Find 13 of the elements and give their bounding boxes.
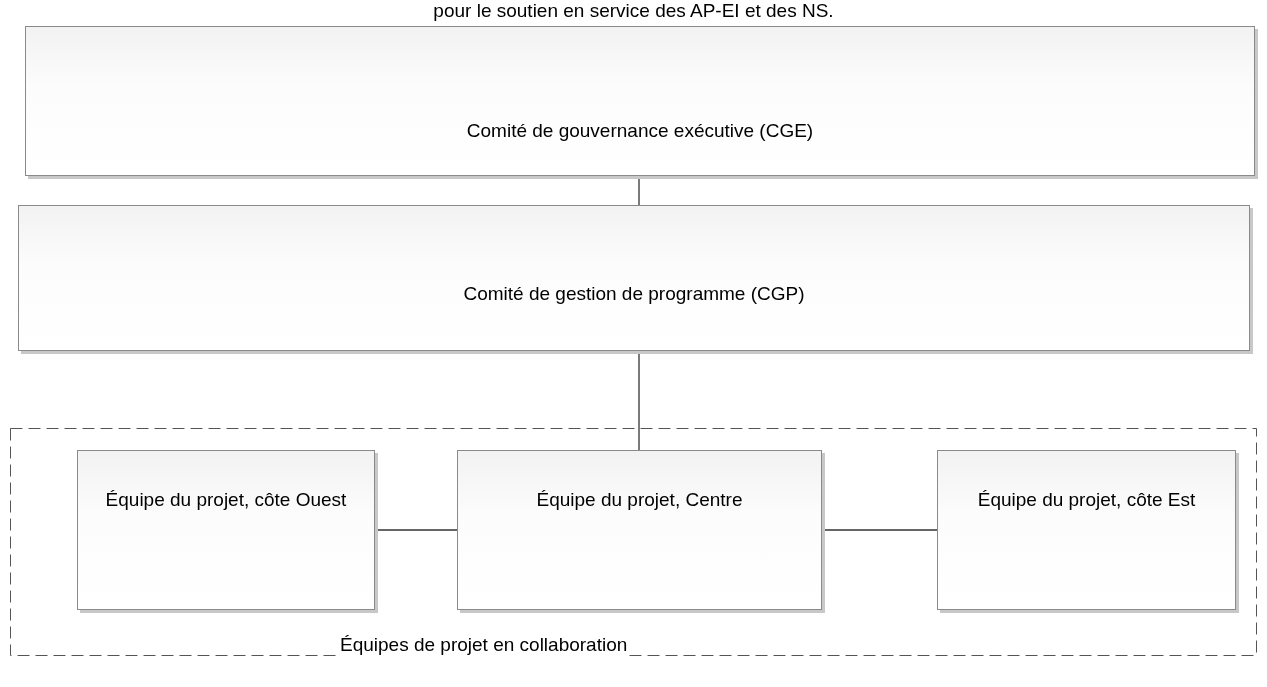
box-label: Équipe du projet, côte Ouest [104, 488, 348, 512]
committee-box [18, 205, 1250, 351]
box-label: Équipe du projet, côte Est [976, 488, 1197, 512]
team-box [937, 450, 1236, 610]
box-label: Équipe du projet, Centre [535, 488, 744, 512]
group-frame [10, 428, 1257, 656]
team-box [77, 450, 375, 610]
box-label: Comité de gestion de programme (CGP) [462, 282, 806, 306]
box-label: Comité de gouvernance exécutive (CGE) [465, 119, 815, 143]
title-text: pour le soutien en service des AP-EI et des NS. [432, 0, 835, 22]
team-box [457, 450, 822, 610]
committee-box [25, 26, 1255, 176]
group-label: Équipes de projet en collaboration [340, 634, 628, 656]
